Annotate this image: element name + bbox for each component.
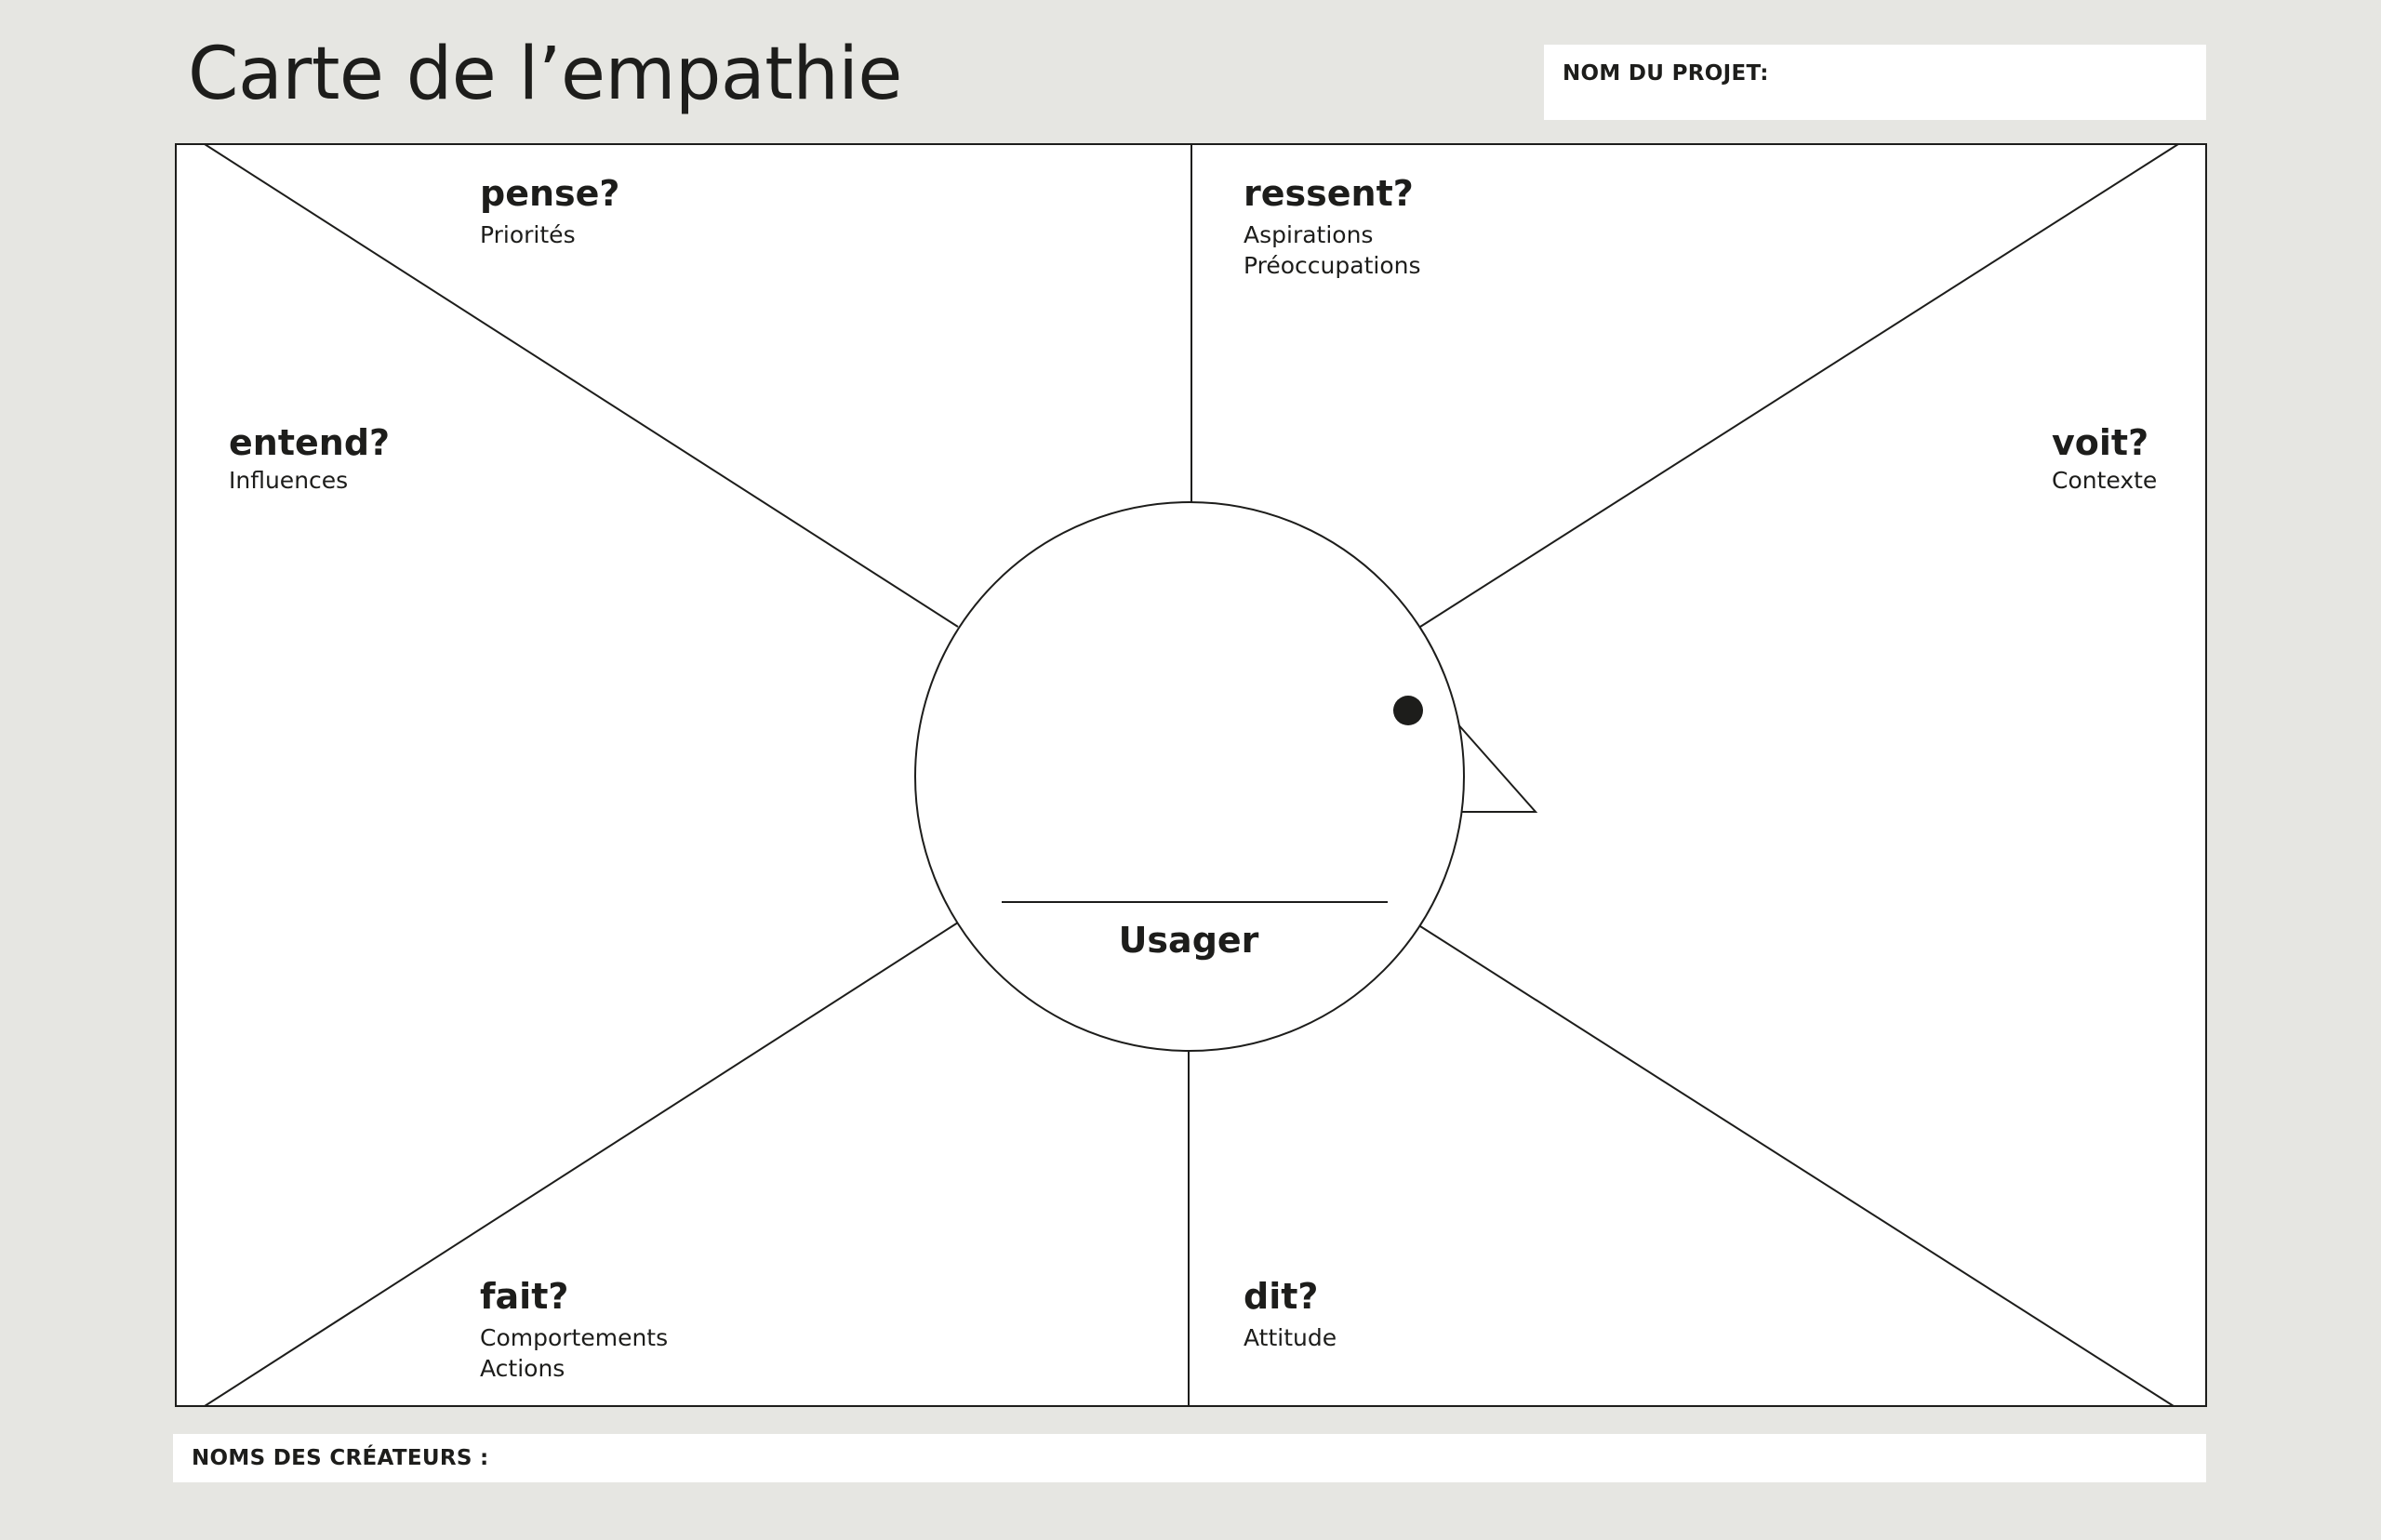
creators-names-input[interactable] [499, 1440, 2176, 1479]
section-voit-contexte: Contexte [2052, 467, 2158, 494]
section-voit-heading: voit? [2052, 422, 2149, 463]
section-pense-heading: pense? [480, 173, 620, 214]
divider-bottom-left [204, 922, 959, 1407]
section-fait-actions: Actions [480, 1355, 565, 1382]
creators-names-label: NOMS DES CRÉATEURS : [192, 1446, 489, 1470]
section-pense-priorites: Priorités [480, 221, 576, 248]
page-title: Carte de l’empathie [188, 33, 902, 116]
divider-top-left [204, 143, 959, 628]
section-pense[interactable]: pense? Priorités [480, 173, 619, 250]
project-name-label: NOM DU PROJET: [1563, 61, 1769, 86]
user-label: Usager [1118, 920, 1259, 961]
divider-top-right [1419, 143, 2179, 628]
user-head-circle [914, 501, 1465, 1052]
section-entend-heading: entend? [229, 422, 391, 463]
section-dit-attitude: Attitude [1244, 1324, 1337, 1351]
section-ressent-preoccupations: Préoccupations [1244, 252, 1421, 279]
section-fait[interactable]: fait? Comportements Actions [480, 1276, 668, 1384]
section-voit[interactable]: voit? Contexte [2052, 422, 2157, 496]
section-ressent[interactable]: ressent? Aspirations Préoccupations [1244, 173, 1420, 281]
project-name-box: NOM DU PROJET: [1544, 45, 2206, 120]
creators-names-box: NOMS DES CRÉATEURS : [173, 1434, 2206, 1482]
head-eye [1393, 696, 1423, 725]
section-entend[interactable]: entend? Influences [229, 422, 390, 496]
section-ressent-aspirations: Aspirations [1244, 221, 1374, 248]
section-dit[interactable]: dit? Attitude [1244, 1276, 1337, 1353]
section-fait-comportements: Comportements [480, 1324, 669, 1351]
section-dit-heading: dit? [1244, 1276, 1319, 1317]
section-fait-heading: fait? [480, 1276, 569, 1317]
section-ressent-heading: ressent? [1244, 173, 1414, 214]
divider-bottom-right [1419, 925, 2175, 1407]
section-entend-influences: Influences [229, 467, 349, 494]
project-name-input[interactable] [1795, 56, 2189, 95]
